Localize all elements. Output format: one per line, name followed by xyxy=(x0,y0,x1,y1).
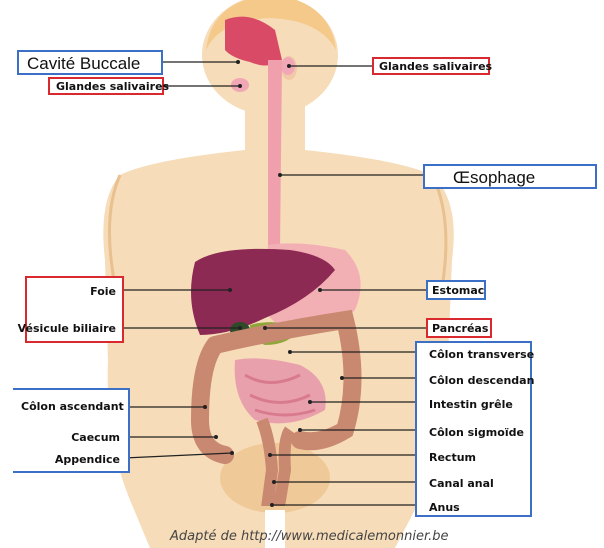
source-caption: Adapté de http://www.medicalemonnier.be xyxy=(170,529,448,544)
label-text: Pancréas xyxy=(432,320,486,338)
label-text: Glandes salivaires xyxy=(379,59,483,75)
label-glandes-salivaires-left: Glandes salivaires xyxy=(48,77,164,95)
label-colon-descendant: Côlon descendan xyxy=(429,374,534,387)
label-pancreas: Pancréas xyxy=(426,318,492,338)
esophagus xyxy=(268,60,282,250)
label-colon-transverse: Côlon transverse xyxy=(429,348,534,361)
label-colon-ascendant: Côlon ascendant xyxy=(21,400,124,413)
label-text: Estomac xyxy=(432,282,480,300)
label-estomac: Estomac xyxy=(426,280,486,300)
label-text: Glandes salivaires xyxy=(56,79,156,95)
label-colon-sigmoide: Côlon sigmoïde xyxy=(429,426,524,439)
label-appendice: Appendice xyxy=(55,453,120,466)
label-canal-anal: Canal anal xyxy=(429,477,494,490)
label-caecum: Caecum xyxy=(71,431,120,444)
label-anus: Anus xyxy=(429,501,460,514)
label-foie: Foie xyxy=(90,285,116,298)
label-glandes-salivaires-right: Glandes salivaires xyxy=(372,57,490,75)
label-cavite-buccale: Cavité Buccale xyxy=(17,50,163,75)
label-vesicule-biliaire: Vésicule biliaire xyxy=(18,322,116,335)
label-text: Œsophage xyxy=(453,166,595,189)
label-rectum: Rectum xyxy=(429,451,476,464)
label-group-colon-left: Côlon ascendant Caecum Appendice xyxy=(13,388,130,473)
label-text: Cavité Buccale xyxy=(27,52,153,75)
label-intestin-grele: Intestin grêle xyxy=(429,398,513,411)
label-oesophage: Œsophage xyxy=(423,164,597,189)
label-group-colon-right: Côlon transverse Côlon descendan Intesti… xyxy=(415,341,532,517)
label-group-foie-vesicule: Foie Vésicule biliaire xyxy=(25,276,124,343)
